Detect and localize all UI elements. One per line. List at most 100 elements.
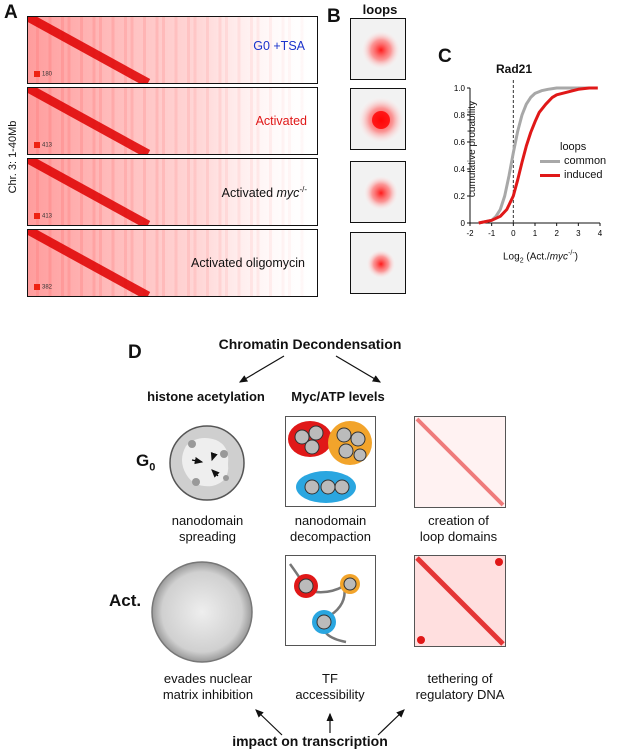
panel-c-letter: C (438, 46, 452, 67)
heatmap-stripe (143, 230, 146, 296)
x-tick-label: 4 (598, 229, 603, 238)
map-label-g0-tsa: G0 +TSA (253, 39, 305, 53)
heatmap-stripe (162, 88, 165, 154)
heatmap-stripe (300, 159, 304, 225)
heatmap-stripe (48, 88, 52, 154)
map-label-activated-myc: Activated myc-/- (221, 185, 307, 201)
heatmap-stripe (174, 159, 178, 225)
series-line-induced (478, 86, 598, 225)
loop-aggregate-2 (350, 88, 406, 150)
heatmap-stripe (99, 88, 102, 154)
heatmap-stripe (237, 88, 241, 154)
panel-b-title: loops (362, 2, 398, 17)
heatmap-stripe (237, 230, 241, 296)
y-tick-label: 0.4 (454, 165, 466, 174)
heatmap-stripe (48, 17, 52, 83)
legend-title: loops (560, 141, 587, 153)
hic-map-activated-oligomycin: Activated oligomycin 382 (27, 229, 318, 297)
heatmap-stripe (48, 159, 52, 225)
cdf-xlabel: Log2 (Act./myc-/-) (503, 250, 579, 265)
nanodomain-compact-panel (285, 416, 376, 507)
heatmap-stripe (281, 88, 285, 154)
map-label-activated-oligomycin: Activated oligomycin (191, 256, 305, 270)
heatmap-stripe (61, 88, 64, 154)
x-tick-label: 0 (511, 229, 516, 238)
y-tick-label: 0.6 (454, 138, 466, 147)
heatmap-stripe (99, 17, 102, 83)
y-tick-label: 0.8 (454, 111, 466, 120)
heatmap-stripe (288, 159, 291, 225)
loop-aggregate-4 (350, 232, 406, 294)
map-scale-badge: 413 (34, 142, 52, 149)
heatmap-stripe (218, 17, 222, 83)
heatmap-stripe (187, 159, 190, 225)
heatmap-stripe (225, 88, 228, 154)
heatmap-stripe (206, 88, 209, 154)
heatmap-stripe (206, 159, 209, 225)
heatmap-stripe (67, 88, 71, 154)
y-tick-label: 1.0 (454, 84, 466, 93)
nanodomain-compact-illustration (288, 421, 372, 503)
heatmap-stripe (162, 230, 165, 296)
cdf-title: Rad21 (496, 62, 533, 76)
heatmap-stripe (124, 159, 127, 225)
col-label-myc-atp: Myc/ATP levels (291, 389, 385, 404)
heatmap-stripe (155, 230, 159, 296)
map-label-activated: Activated (255, 114, 307, 128)
heatmap-stripe (111, 17, 115, 83)
hic-map-activated-myc: Activated myc-/- 413 (27, 158, 318, 226)
heatmap-stripe (67, 230, 71, 296)
loop-domain-map-activated (414, 555, 506, 647)
heatmap-stripe (237, 17, 241, 83)
x-tick-label: 1 (533, 229, 538, 238)
nucleus-activated-illustration (151, 561, 253, 663)
heatmap-stripe (187, 230, 190, 296)
heatmap-stripe (174, 230, 178, 296)
hic-heatmap (28, 230, 317, 296)
loop-domain-map-g0 (414, 416, 506, 508)
heatmap-stripe (256, 159, 260, 225)
heatmap-stripe (256, 88, 260, 154)
heatmap-stripe (162, 159, 165, 225)
heatmap-stripe (218, 230, 222, 296)
heatmap-stripe (281, 159, 285, 225)
heatmap-stripe (36, 230, 39, 296)
series-line-common (478, 86, 590, 225)
heatmap-stripe (250, 88, 253, 154)
hic-heatmap (28, 88, 317, 154)
heatmap-stripe (269, 230, 272, 296)
heatmap-stripe (130, 159, 134, 225)
heatmap-stripe (281, 17, 285, 83)
legend-entry-induced: induced (540, 169, 603, 181)
heatmap-stripe (99, 230, 102, 296)
heatmap-stripe (155, 88, 159, 154)
heatmap-stripe (187, 17, 190, 83)
heatmap-stripe (269, 17, 272, 83)
legend-entry-common: common (540, 155, 606, 167)
heatmap-stripe (281, 230, 285, 296)
heatmap-stripe (155, 17, 159, 83)
x-tick-label: -1 (488, 229, 496, 238)
heatmap-stripe (111, 88, 115, 154)
heatmap-stripe (124, 230, 127, 296)
x-tick-label: -2 (466, 229, 474, 238)
heatmap-stripe (130, 17, 134, 83)
heatmap-stripe (218, 88, 222, 154)
heatmap-stripe (256, 230, 260, 296)
panel-d-letter: D (128, 342, 142, 363)
heatmap-stripe (61, 17, 64, 83)
panel-a-letter: A (4, 2, 18, 23)
heatmap-stripe (48, 230, 52, 296)
heatmap-stripe (130, 230, 134, 296)
loop-pileup (361, 30, 401, 70)
heatmap-stripe (99, 159, 102, 225)
heatmap-stripe (193, 17, 197, 83)
nucleus-g0-illustration (169, 425, 245, 501)
heatmap-stripe (256, 17, 260, 83)
